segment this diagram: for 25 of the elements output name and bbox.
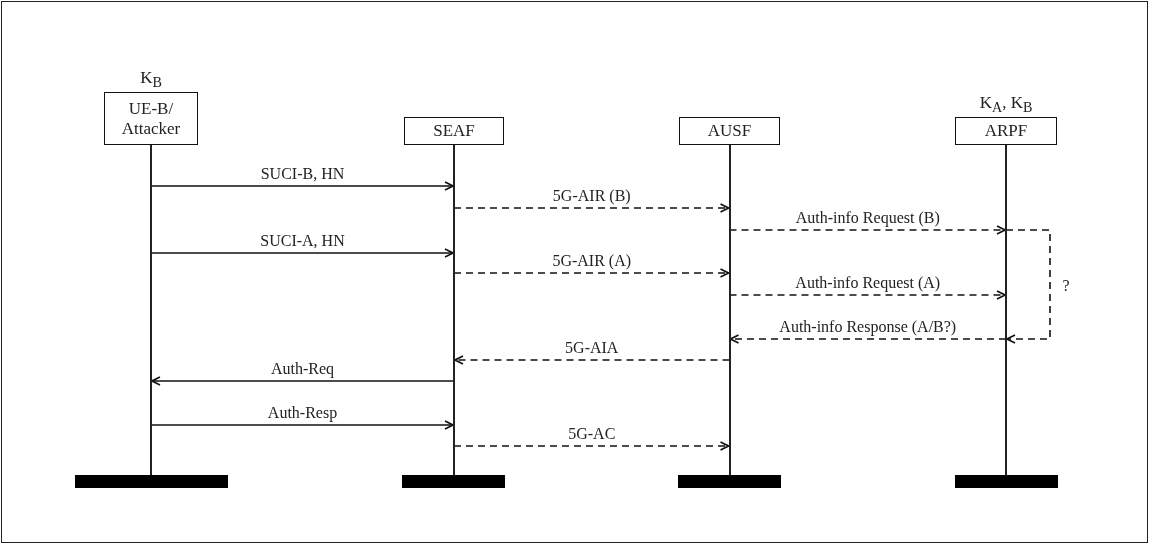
edge-label: Auth-Req	[268, 359, 337, 378]
message-arrow	[150, 248, 454, 258]
message-arrow	[728, 225, 1006, 235]
message-arrow	[454, 355, 731, 365]
message-arrow	[453, 268, 730, 278]
edge-label: Auth-info Request (B)	[793, 208, 942, 227]
participant-box: ARPF	[955, 117, 1057, 145]
key-label: K$_{A}$, K$_{B}$	[979, 93, 1033, 117]
key-label: K$_{B}$	[140, 68, 162, 92]
edge-label: 5G-AIR (A)	[550, 251, 634, 270]
loop-arrow	[1005, 229, 1051, 344]
message-arrow	[150, 181, 454, 191]
edge-label: Auth-info Request (A)	[793, 273, 943, 292]
edge-label: Auth-Resp	[265, 403, 340, 422]
edge-label: 5G-AIR (B)	[550, 186, 633, 205]
message-arrow	[151, 376, 455, 386]
message-arrow	[728, 290, 1006, 300]
message-arrow	[150, 420, 454, 430]
message-arrow	[729, 334, 1007, 344]
message-arrow	[453, 441, 730, 451]
participant-box: UE-B/ Attacker	[104, 92, 198, 145]
message-arrow	[453, 203, 730, 213]
participant-box: SEAF	[404, 117, 504, 145]
participant-box: AUSF	[679, 117, 780, 145]
edge-label: Auth-info Response (A/B?)	[777, 317, 959, 336]
